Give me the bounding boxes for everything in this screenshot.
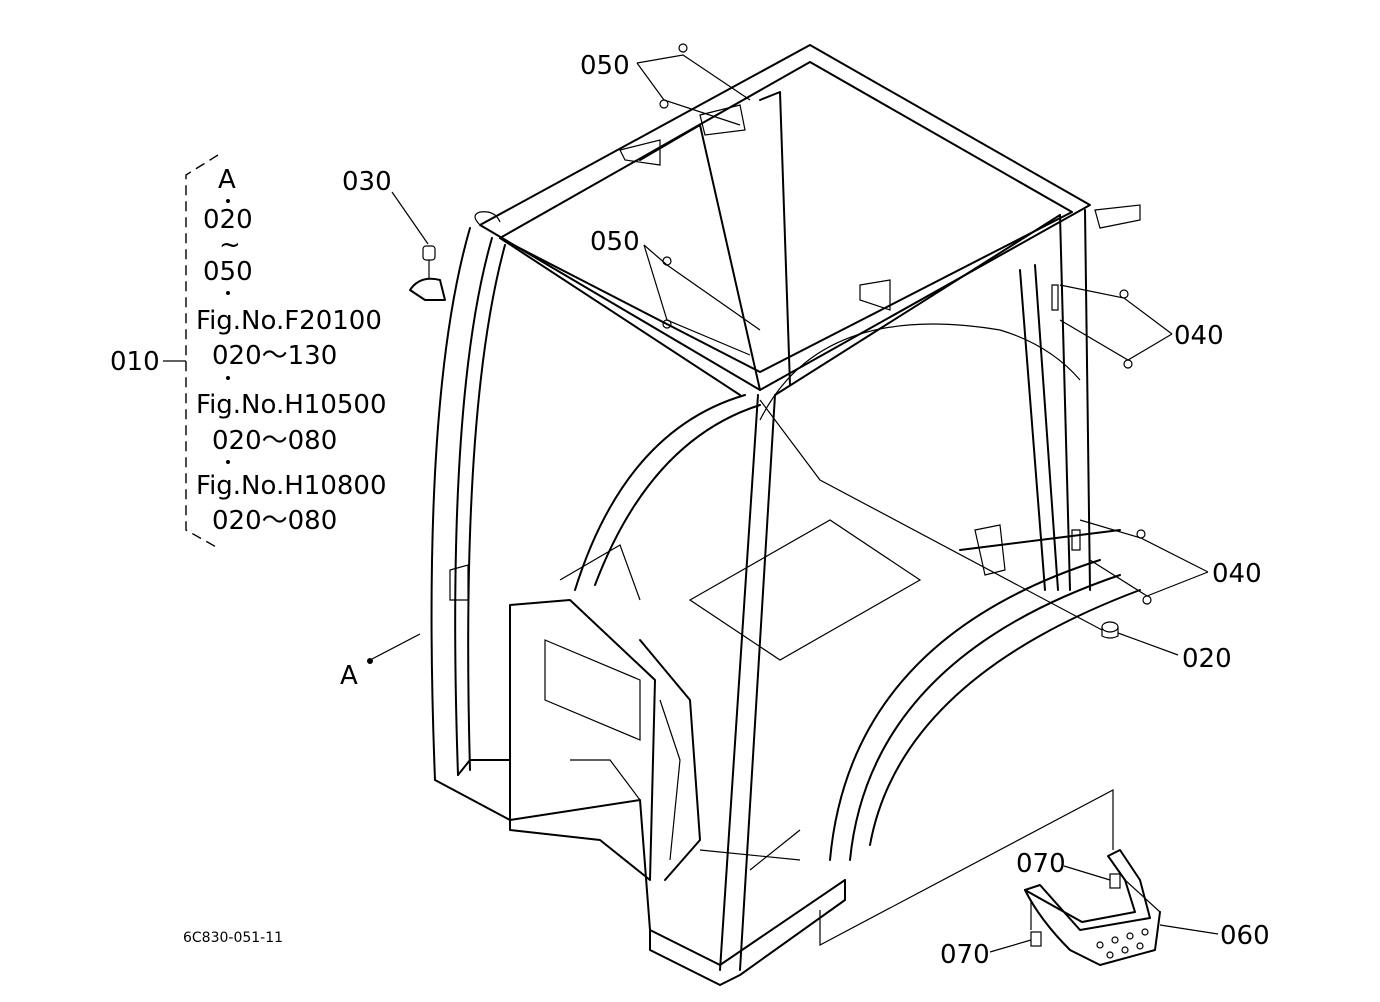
callout-060: 060: [1220, 921, 1270, 951]
callout-030: 030: [342, 167, 392, 197]
group-010-fig1: Fig.No.F20100: [196, 306, 382, 336]
group-010-tilde: ~: [219, 230, 241, 260]
callout-070-top: 070: [1016, 849, 1066, 879]
callout-050-top: 050: [580, 51, 630, 81]
mirror-bracket-030: [409, 245, 446, 301]
group-010-from: 020: [203, 205, 253, 235]
group-010-to: 050: [203, 257, 253, 287]
group-010-fig2-range: 020～080: [212, 426, 337, 456]
group-010-fig2: Fig.No.H10500: [196, 390, 386, 420]
group-010-fig3: Fig.No.H10800: [196, 471, 386, 501]
group-010-ref-a: A: [218, 165, 236, 195]
callout-070-bottom: 070: [940, 940, 990, 970]
callout-labels: 050 050 030 040 040 020 070 070 060 010 …: [110, 51, 1270, 970]
group-010-fig1-range: 020～130: [212, 341, 337, 371]
callout-040-top: 040: [1174, 321, 1224, 351]
callout-020: 020: [1182, 644, 1232, 674]
callout-ref-a: A: [340, 661, 358, 691]
drawing-number: 6C830-051-11: [183, 930, 283, 946]
step-060: [1024, 849, 1161, 966]
cabin-frame-drawing: [409, 43, 1161, 986]
group-010-listing: A 020 ~ 050 Fig.No.F20100 020～130 Fig.No…: [196, 165, 386, 536]
callout-050-mid: 050: [590, 227, 640, 257]
group-010-fig3-range: 020～080: [212, 506, 337, 536]
leader-lines: [163, 54, 1219, 953]
callout-040-bottom: 040: [1212, 559, 1262, 589]
callout-010: 010: [110, 347, 160, 377]
